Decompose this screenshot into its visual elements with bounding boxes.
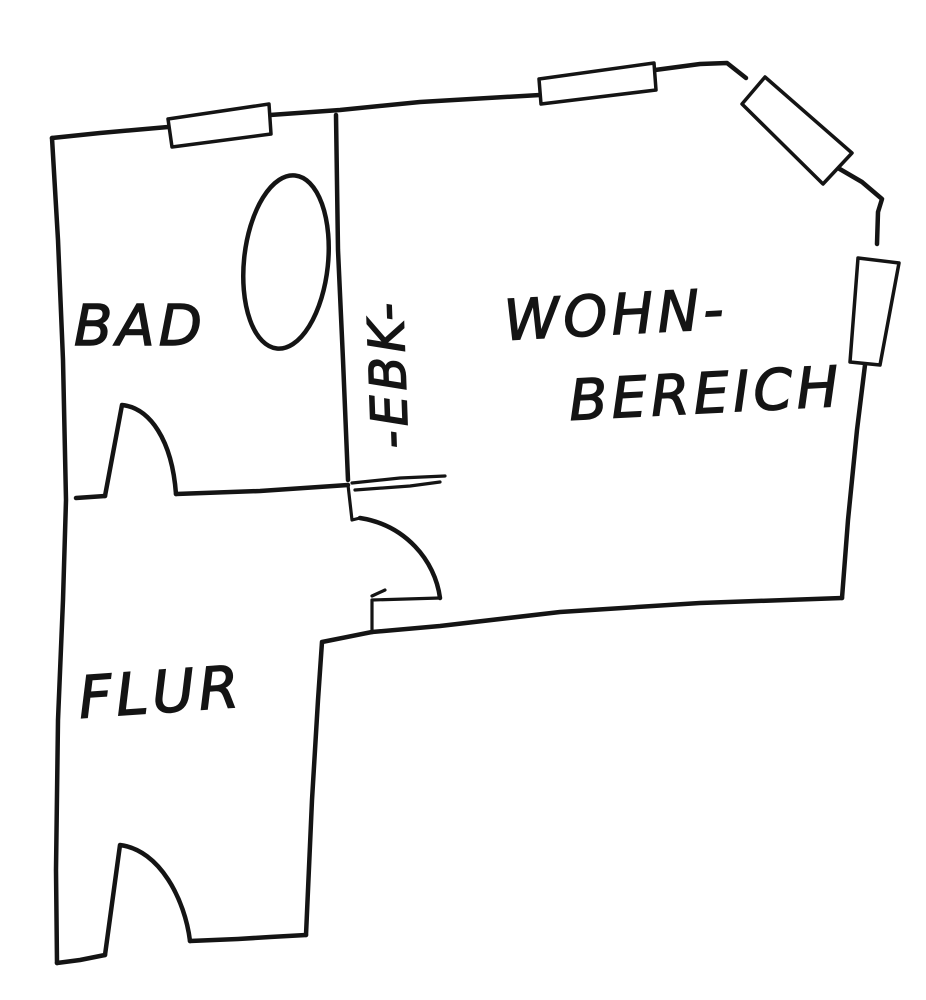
living-bottom-wall bbox=[369, 595, 845, 635]
kitchen-counter-edge bbox=[350, 474, 447, 485]
bath-floor-wall-right bbox=[173, 482, 351, 497]
left-wall bbox=[49, 135, 69, 966]
bath-door-swing bbox=[102, 402, 179, 499]
corner-window bbox=[740, 75, 854, 186]
label-bath: BAD bbox=[74, 294, 206, 359]
bath-window bbox=[166, 102, 273, 149]
living-top-window bbox=[537, 61, 658, 106]
step-wall bbox=[303, 629, 375, 938]
bath-floor-wall-left bbox=[73, 493, 108, 501]
top-wall-right bbox=[652, 60, 749, 81]
bottom-wall-left bbox=[54, 952, 108, 966]
living-door-swing bbox=[357, 515, 443, 601]
angled-wall bbox=[835, 165, 885, 247]
doors bbox=[102, 402, 443, 958]
windows bbox=[166, 61, 901, 367]
kitchen-door-frame bbox=[346, 483, 362, 522]
door-jamb-notch bbox=[370, 588, 387, 598]
bath-kitchen-partition bbox=[333, 112, 351, 483]
label-hall: FLUR bbox=[76, 653, 245, 732]
label-living-line2: BEREICH bbox=[567, 355, 844, 434]
outer-walls bbox=[49, 60, 885, 966]
bottom-wall-right bbox=[187, 932, 309, 944]
top-wall-middle bbox=[267, 92, 543, 118]
right-wall bbox=[839, 362, 868, 601]
bathtub-fixture bbox=[241, 173, 331, 351]
door-jamb-living bbox=[370, 596, 442, 634]
label-living-line1: WOHN- bbox=[502, 277, 729, 354]
top-wall-bath bbox=[49, 124, 171, 141]
label-kitchen: -EBK- bbox=[357, 298, 420, 450]
interior-walls bbox=[73, 112, 447, 634]
kitchen-counter-edge-inner bbox=[353, 480, 442, 492]
right-wall-window bbox=[848, 256, 901, 367]
entrance-door-swing bbox=[102, 842, 193, 958]
